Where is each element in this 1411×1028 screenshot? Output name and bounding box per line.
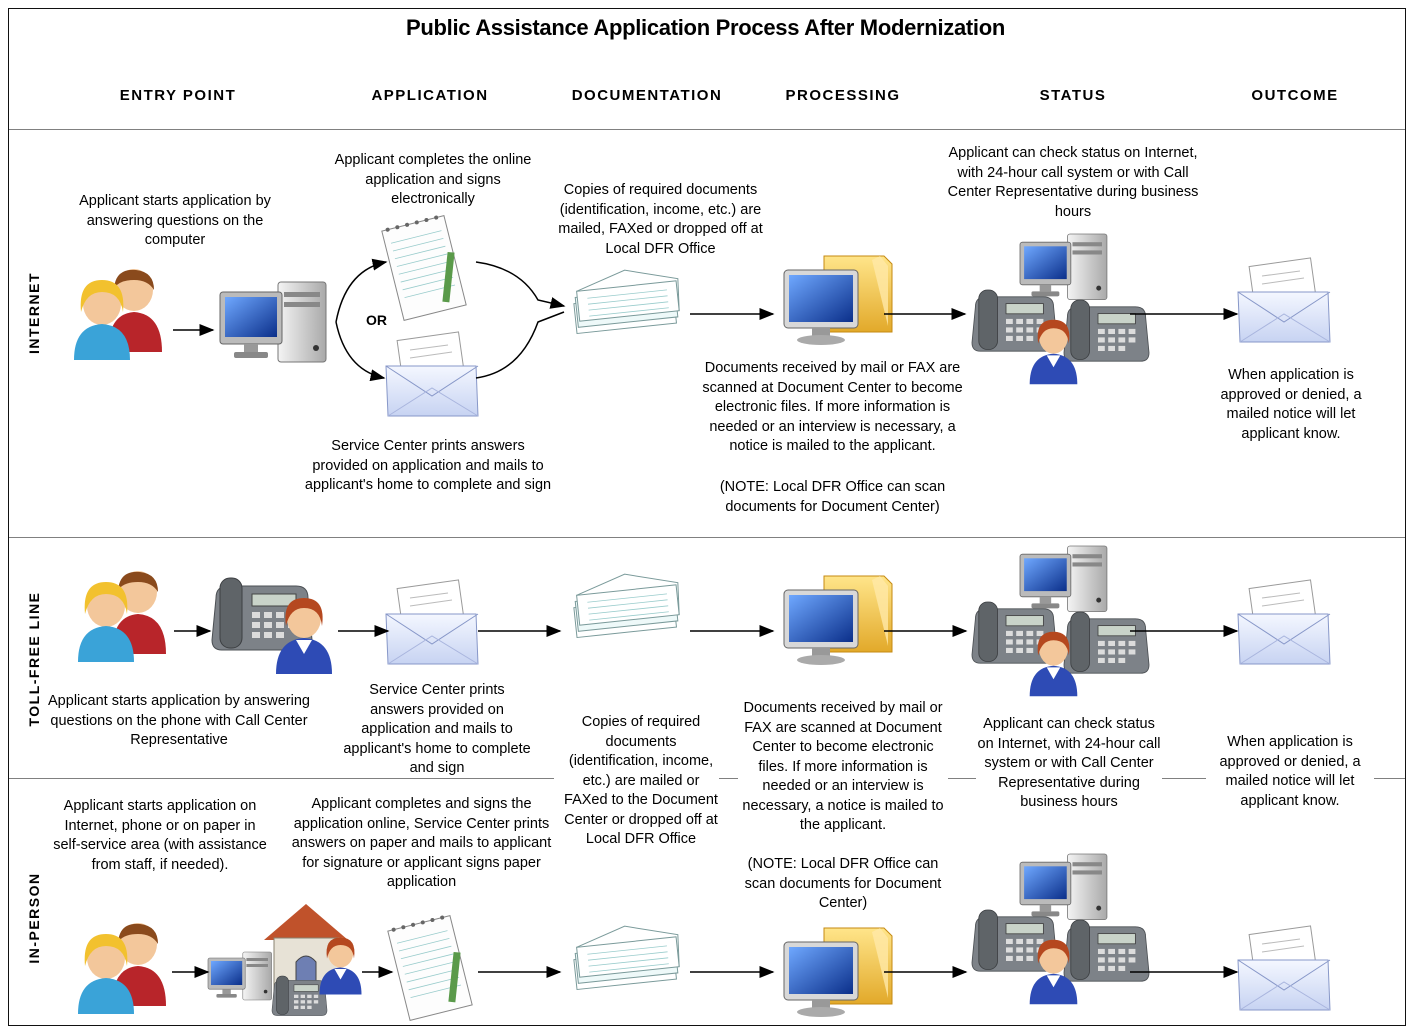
internet-proc-text: Documents received by mail or FAX are sc… <box>702 360 963 454</box>
internet-outcome-text: When application is approved or denied, … <box>1220 367 1362 442</box>
documents-stack-icon <box>570 264 683 335</box>
envelope-icon <box>385 579 479 665</box>
documents-stack-icon <box>570 920 683 991</box>
column-header-documentation: DOCUMENTATION <box>571 87 723 104</box>
internet-proc-note: (NOTE: Local DFR Office can scan documen… <box>719 479 946 515</box>
internet-status-text: Applicant can check status on Internet, … <box>947 145 1199 220</box>
status-check-icon <box>972 854 1149 1004</box>
lane-divider-tollfree-right <box>1374 778 1405 779</box>
documents-stack-icon <box>570 568 683 639</box>
lane-divider-tollfree-mid <box>714 778 738 779</box>
shared-proc-text: Documents received by mail or FAX are sc… <box>738 699 948 836</box>
internet-entry-text: Applicant starts application by answerin… <box>79 193 271 248</box>
computer-icon <box>219 281 327 363</box>
inperson-entry-text: Applicant starts application on Internet… <box>53 798 267 873</box>
shared-proc-note: (NOTE: Local DFR Office can scan documen… <box>744 856 942 911</box>
lane-divider-tollfree-left <box>9 778 554 779</box>
column-header-entry-point: ENTRY POINT <box>119 87 237 104</box>
inperson-lane-icons <box>78 854 1331 1021</box>
internet-app-mail-text: Service Center prints answers provided o… <box>304 438 552 493</box>
column-header-processing: PROCESSING <box>785 87 901 104</box>
or-label: OR <box>366 312 387 328</box>
scanned-files-icon <box>783 927 893 1018</box>
scanned-files-icon <box>783 255 893 346</box>
column-header-outcome: OUTCOME <box>1251 87 1339 104</box>
applicant-people-icon <box>78 923 166 1014</box>
column-header-status: STATUS <box>1039 87 1107 104</box>
diagram-title: Public Assistance Application Process Af… <box>405 15 1006 40</box>
shared-doc-text: Copies of required documents (identifica… <box>563 713 719 850</box>
status-check-icon <box>972 546 1149 696</box>
diagram-frame <box>8 8 1406 1026</box>
paper-application-icon <box>380 212 469 321</box>
shared-outcome-text: When application is approved or denied, … <box>1206 733 1374 811</box>
applicant-people-icon <box>78 571 166 662</box>
inperson-app-text: Applicant completes and signs the applic… <box>291 796 552 890</box>
internet-doc-text: Copies of required documents (identifica… <box>558 182 763 257</box>
tollfree-entry-text: Applicant starts application by answerin… <box>48 693 310 748</box>
envelope-icon <box>385 331 479 417</box>
tollfree-lane-icons <box>78 546 1331 696</box>
mailed-notice-icon <box>1237 257 1331 343</box>
mailed-notice-icon <box>1237 925 1331 1011</box>
lane-divider-internet <box>9 537 1405 538</box>
scanned-files-icon <box>783 575 893 666</box>
tollfree-app-text: Service Center prints answers provided o… <box>343 682 531 776</box>
mailed-notice-icon <box>1237 579 1331 665</box>
internet-app-online-text: Applicant completes the online applicati… <box>334 152 532 207</box>
applicant-people-icon <box>74 269 162 360</box>
lane-divider-tollfree-mid2 <box>946 778 976 779</box>
internet-flow-arrows <box>173 258 1239 382</box>
header-divider <box>9 129 1405 130</box>
shared-status-text: Applicant can check status on Internet, … <box>976 715 1162 813</box>
lane-divider-tollfree-mid3 <box>1162 778 1206 779</box>
status-check-icon <box>972 234 1149 384</box>
paper-application-icon <box>386 912 475 1021</box>
column-header-application: APPLICATION <box>371 87 489 104</box>
